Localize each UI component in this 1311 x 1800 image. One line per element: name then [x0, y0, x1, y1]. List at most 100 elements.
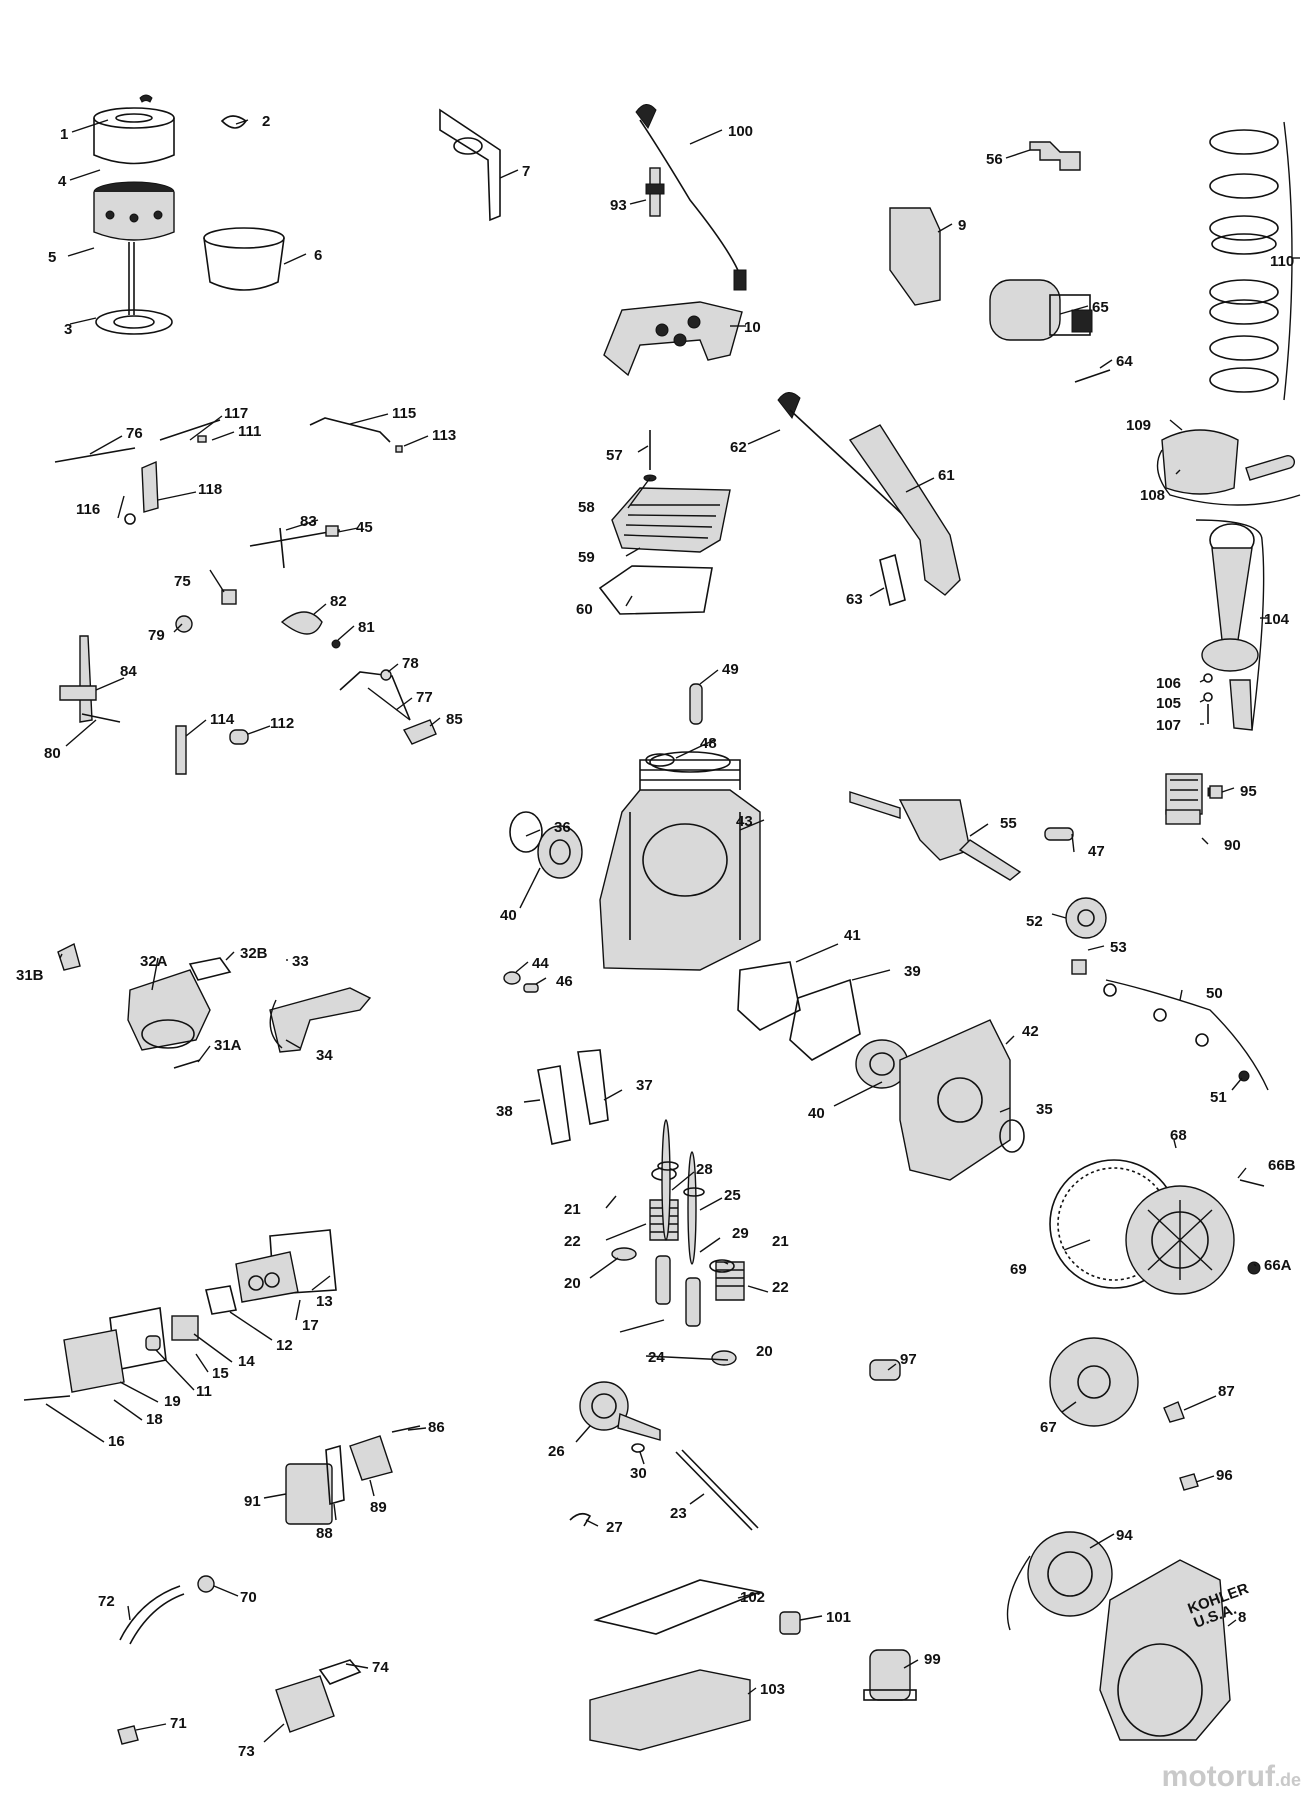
ignition-parts — [869, 1337, 1199, 1491]
callout-17: 17 — [302, 1317, 319, 1334]
callout-40: 40 — [500, 907, 517, 924]
governor-linkage — [54, 417, 403, 525]
callout-94: 94 — [1116, 1527, 1133, 1544]
callout-59: 59 — [578, 549, 595, 566]
callout-47: 47 — [1088, 843, 1105, 860]
callout-33: 33 — [292, 953, 309, 970]
callout-56: 56 — [986, 151, 1003, 168]
gaskets — [503, 961, 861, 1145]
callout-23: 23 — [670, 1505, 687, 1522]
callout-2: 2 — [262, 113, 270, 130]
callout-42: 42 — [1022, 1023, 1039, 1040]
flywheel-ring-gear — [1049, 1159, 1265, 1295]
callout-82: 82 — [330, 593, 347, 610]
callout-32A: 32A — [140, 953, 168, 970]
watermark: motoruf.de — [1162, 1760, 1301, 1794]
callout-58: 58 — [578, 499, 595, 516]
callout-71: 71 — [170, 1715, 187, 1732]
callout-63: 63 — [846, 591, 863, 608]
callout-111: 111 — [238, 423, 261, 440]
cylinder-head — [598, 430, 731, 615]
callout-41: 41 — [844, 927, 861, 944]
air-cleaner-assembly — [93, 94, 285, 335]
callout-106: 106 — [1156, 675, 1181, 692]
callout-45: 45 — [356, 519, 373, 536]
ignition-coil — [863, 1649, 917, 1701]
callout-84: 84 — [120, 663, 137, 680]
callout-31A: 31A — [214, 1037, 242, 1054]
dipstick-and-tube — [777, 392, 961, 607]
part-drawings: KOHLER U.S.A. — [23, 94, 1301, 1751]
callout-18: 18 — [146, 1411, 163, 1428]
breather-assembly — [23, 1229, 337, 1401]
callout-114: 114 — [210, 711, 235, 728]
callout-104: 104 — [1264, 611, 1290, 628]
callout-109: 109 — [1126, 417, 1151, 434]
callout-75: 75 — [174, 573, 191, 590]
callout-4: 4 — [58, 173, 67, 190]
callout-50: 50 — [1206, 985, 1223, 1002]
callout-3: 3 — [64, 321, 72, 338]
rectifier — [1165, 785, 1223, 825]
spark-plug-and-lead — [635, 104, 747, 291]
callout-46: 46 — [556, 973, 573, 990]
callout-66B: 66B — [1268, 1157, 1296, 1174]
callout-57: 57 — [606, 447, 623, 464]
callout-118: 118 — [198, 481, 222, 498]
callout-83: 83 — [300, 513, 317, 530]
crankshaft — [849, 773, 1217, 881]
callout-95: 95 — [1240, 783, 1257, 800]
callout-35: 35 — [1036, 1101, 1053, 1118]
callout-103: 103 — [760, 1681, 785, 1698]
callout-99: 99 — [924, 1651, 941, 1668]
callout-80: 80 — [44, 745, 61, 762]
callout-25: 25 — [724, 1187, 741, 1204]
callout-13: 13 — [316, 1293, 333, 1310]
stator — [1006, 1531, 1113, 1631]
callout-44: 44 — [532, 955, 549, 972]
callout-105: 105 — [1156, 695, 1181, 712]
callout-91: 91 — [244, 1493, 261, 1510]
small-pins — [645, 683, 703, 767]
callout-87: 87 — [1218, 1383, 1235, 1400]
callout-90: 90 — [1224, 837, 1241, 854]
callout-81: 81 — [358, 619, 375, 636]
callout-70: 70 — [240, 1589, 257, 1606]
callout-68: 68 — [1170, 1127, 1187, 1144]
callout-102: 102 — [740, 1589, 765, 1606]
callout-113: 113 — [432, 427, 456, 444]
callout-21: 21 — [564, 1201, 581, 1218]
blower-housing: KOHLER U.S.A. — [1099, 1559, 1251, 1741]
callout-86: 86 — [428, 1419, 445, 1436]
callout-28: 28 — [696, 1161, 713, 1178]
piston-assembly — [1156, 429, 1301, 506]
callout-22-right: 22 — [772, 1279, 789, 1296]
callout-108: 108 — [1140, 487, 1165, 504]
callout-85: 85 — [446, 711, 463, 728]
callout-36: 36 — [554, 819, 571, 836]
callout-53: 53 — [1110, 939, 1127, 956]
leader-lines — [45, 119, 1300, 1743]
callout-78: 78 — [402, 655, 419, 672]
callout-21-right: 21 — [772, 1233, 789, 1250]
watermark-domain: .de — [1274, 1770, 1301, 1790]
callout-49: 49 — [722, 661, 739, 678]
callout-60: 60 — [576, 601, 593, 618]
camshaft — [569, 1381, 759, 1531]
callout-96: 96 — [1216, 1467, 1233, 1484]
callout-77: 77 — [416, 689, 433, 706]
callout-65: 65 — [1092, 299, 1109, 316]
callout-64: 64 — [1116, 353, 1133, 370]
callout-76: 76 — [126, 425, 143, 442]
callout-5: 5 — [48, 249, 56, 266]
callout-51: 51 — [1210, 1089, 1227, 1106]
callout-110: 110 — [1270, 253, 1294, 270]
callout-39: 39 — [904, 963, 921, 980]
callout-74: 74 — [372, 1659, 389, 1676]
watermark-brand: motoruf — [1161, 1760, 1275, 1793]
callout-79: 79 — [148, 627, 165, 644]
callout-97: 97 — [900, 1351, 917, 1368]
callout-26: 26 — [548, 1443, 565, 1460]
oil-pan — [589, 1579, 801, 1751]
callout-89: 89 — [370, 1499, 387, 1516]
